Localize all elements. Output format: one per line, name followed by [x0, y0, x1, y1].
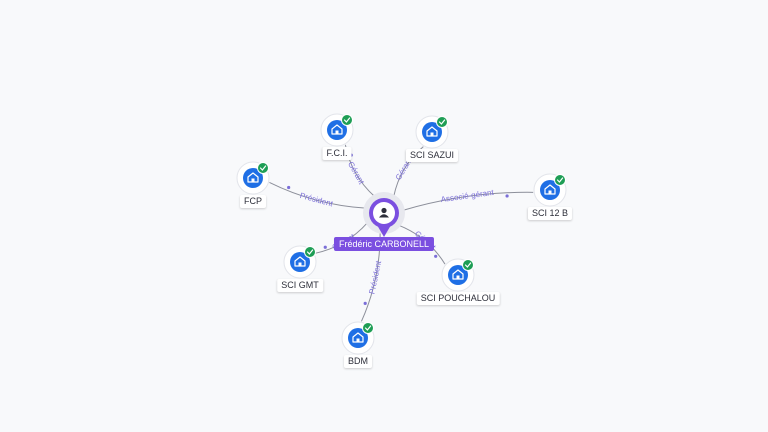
person-icon — [379, 207, 389, 218]
edge-arrow — [287, 185, 291, 190]
company-name-label[interactable]: SCI SAZUI — [405, 149, 459, 162]
company-name-label[interactable]: SCI 12 B — [527, 207, 573, 220]
edge-relation-label: Président — [299, 191, 335, 209]
building-icon — [247, 172, 259, 183]
company-name-label[interactable]: SCI POUCHALOU — [416, 292, 500, 305]
verified-check-icon — [257, 162, 269, 174]
edge-relation-label: Gérant — [346, 160, 366, 186]
company-node-sazui[interactable] — [415, 115, 449, 149]
building-icon — [426, 126, 438, 137]
edge-arrow — [323, 245, 327, 249]
edge-arrow — [434, 254, 438, 258]
company-node-fcp[interactable] — [236, 161, 270, 195]
verified-check-icon — [436, 116, 448, 128]
building-icon — [352, 332, 364, 343]
company-node-sci12b[interactable] — [533, 173, 567, 207]
verified-check-icon — [341, 114, 353, 126]
edge-relation-label: Associé-gérant — [440, 188, 495, 204]
person-node-center[interactable] — [363, 192, 405, 237]
edge-sci12b: Associé-gérant — [402, 188, 534, 211]
edge-line — [269, 181, 366, 209]
building-icon — [452, 269, 464, 280]
verified-check-icon — [304, 246, 316, 258]
building-icon — [544, 184, 556, 195]
edge-arrow — [505, 194, 509, 198]
edge-arrow — [363, 301, 367, 306]
edge-relation-label: Président — [367, 259, 383, 295]
edge-fcp: Président — [269, 181, 366, 209]
verified-check-icon — [554, 174, 566, 186]
building-icon — [294, 256, 306, 267]
person-name-label[interactable]: Frédéric CARBONELL — [333, 237, 435, 251]
company-node-pouchalou[interactable] — [441, 258, 475, 292]
company-name-label[interactable]: FCP — [240, 195, 266, 208]
company-name-label[interactable]: SCI GMT — [277, 279, 323, 292]
company-name-label[interactable]: BDM — [344, 355, 372, 368]
node-disc — [243, 168, 263, 188]
company-node-gmt[interactable] — [283, 245, 317, 279]
edge-line — [402, 191, 534, 211]
company-name-label[interactable]: F.C.I. — [322, 147, 352, 160]
verified-check-icon — [462, 259, 474, 271]
node-disc — [290, 252, 310, 272]
node-disc — [422, 122, 442, 142]
company-node-bdm[interactable] — [341, 321, 375, 355]
pin-tip — [377, 225, 391, 237]
node-disc — [540, 180, 560, 200]
verified-check-icon — [362, 322, 374, 334]
nodes-layer — [236, 113, 567, 355]
building-icon — [331, 124, 343, 135]
node-disc — [348, 328, 368, 348]
node-disc — [327, 120, 347, 140]
company-node-fci[interactable] — [320, 113, 354, 147]
node-disc — [448, 265, 468, 285]
